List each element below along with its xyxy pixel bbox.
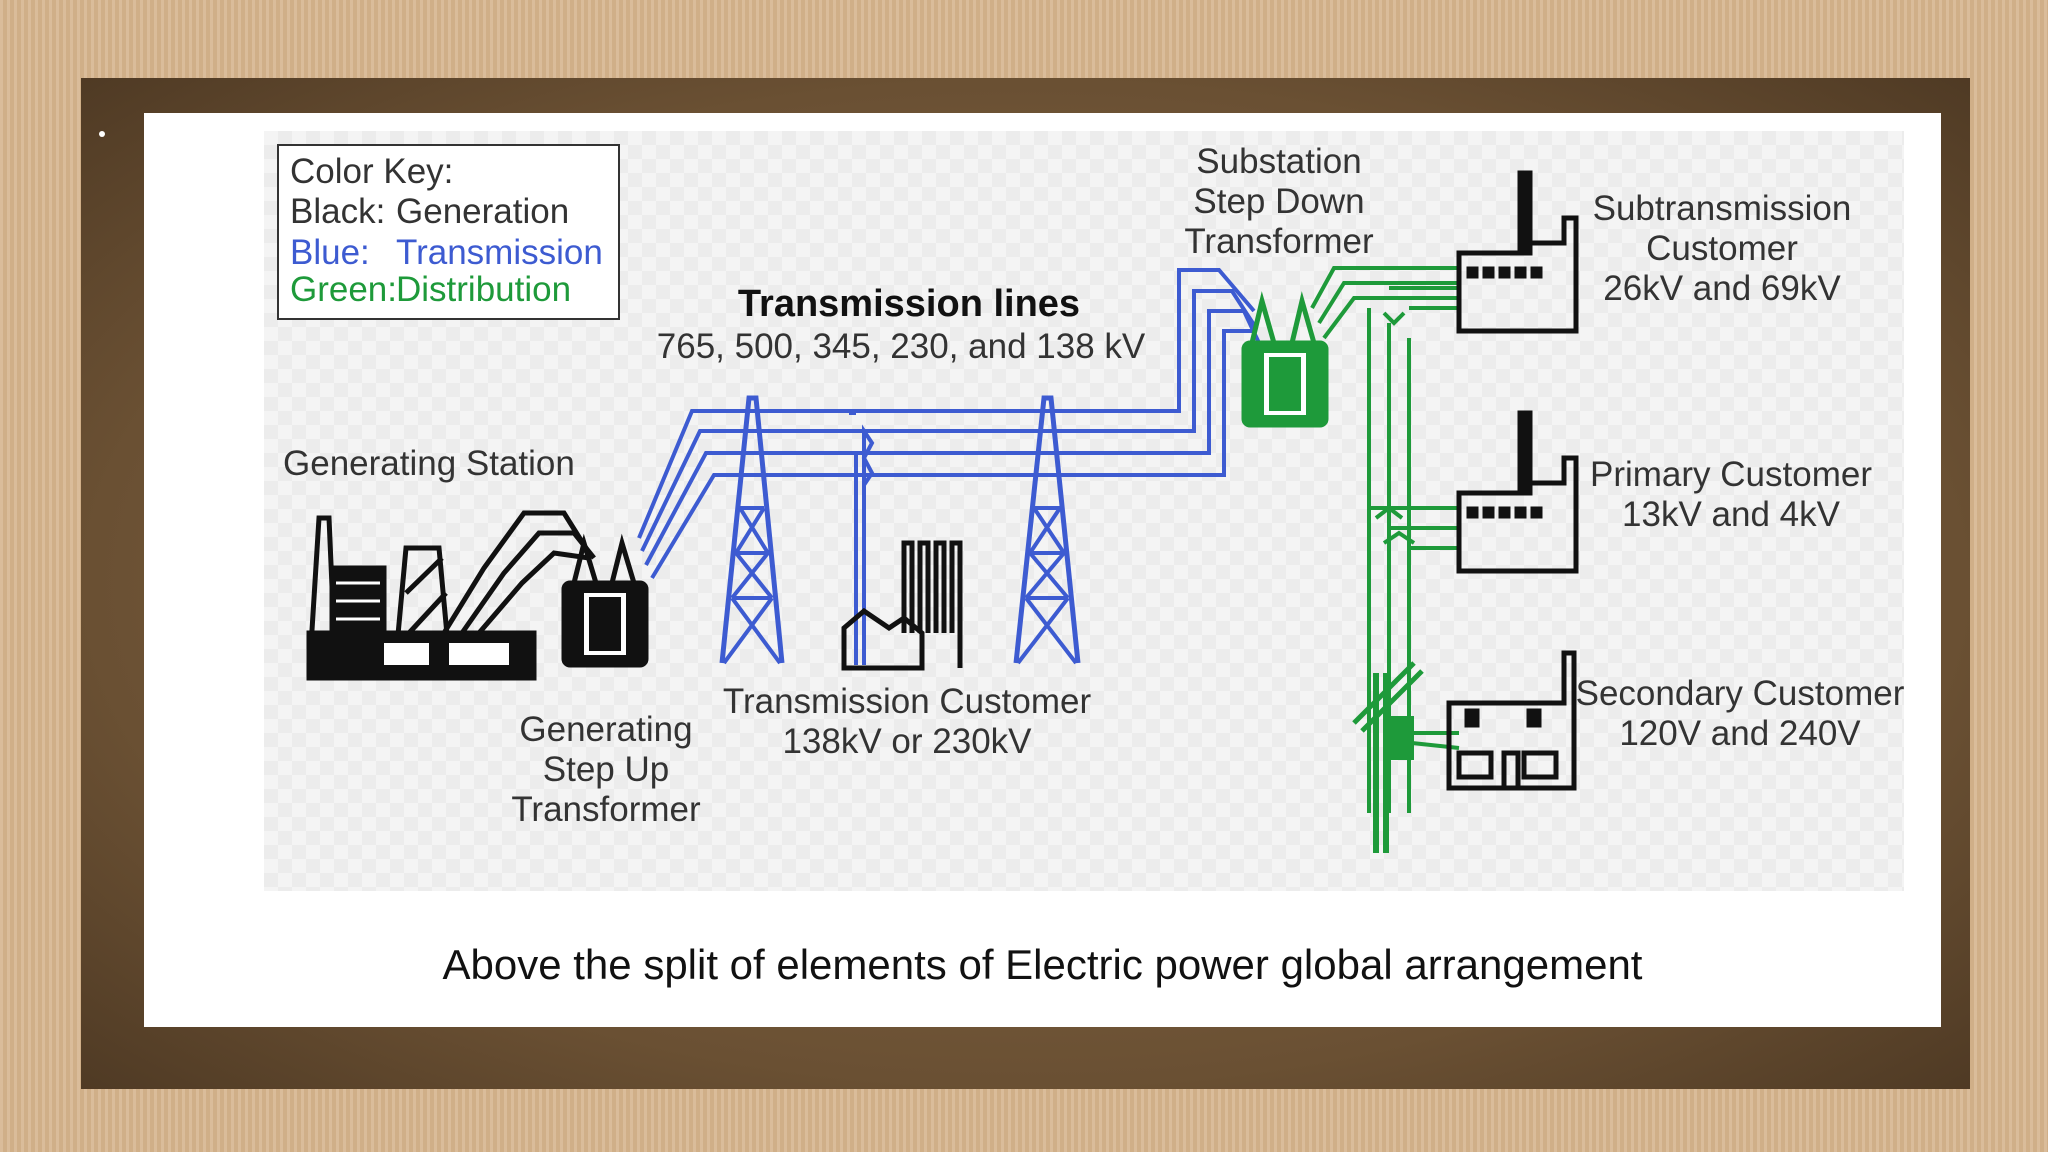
primary-customer-label-1: Primary Customer <box>1590 455 1872 494</box>
subtransmission-customer-icon <box>1456 170 1579 334</box>
color-key-black-value: Generation <box>396 192 569 231</box>
secondary-customer-label-1: Secondary Customer <box>1576 674 1905 713</box>
transmission-customer-label-2: 138kV or 230kV <box>782 722 1032 761</box>
substation-label-3: Transformer <box>1184 222 1374 261</box>
subtransmission-label-3: 26kV and 69kV <box>1603 269 1841 308</box>
secondary-customer-label-2: 120V and 240V <box>1619 714 1861 753</box>
color-key-blue-value: Transmission <box>396 233 603 272</box>
distribution-network <box>1241 266 1460 853</box>
color-key-green-value: Distribution <box>396 270 571 309</box>
primary-customer-label-2: 13kV and 4kV <box>1622 495 1841 534</box>
generating-station-label: Generating Station <box>283 444 575 483</box>
subtransmission-label-2: Customer <box>1646 229 1798 268</box>
substation-label-2: Step Down <box>1193 182 1364 221</box>
color-key-title: Color Key: <box>290 152 453 191</box>
color-key-box <box>277 144 620 320</box>
color-key-green-key: Green: <box>290 270 397 309</box>
power-grid-diagram: Color Key: Black: Generation Blue: Trans… <box>277 142 1905 853</box>
color-key: Color Key: Black: Generation Blue: Trans… <box>277 144 620 320</box>
subtransmission-label-1: Subtransmission <box>1593 189 1852 228</box>
transmission-lines-title: Transmission lines <box>738 283 1080 325</box>
transmission-customer-icon <box>841 540 963 671</box>
diagram-panel: Color Key: Black: Generation Blue: Trans… <box>144 113 1941 1027</box>
slide-bullet <box>99 131 105 137</box>
diagram-caption: Above the split of elements of Electric … <box>442 941 1643 988</box>
secondary-customer-icon <box>1446 650 1577 791</box>
step-up-transformer-icon <box>561 533 649 668</box>
transmission-lines-voltages: 765, 500, 345, 230, and 138 kV <box>657 327 1146 366</box>
generating-station-icon <box>306 510 596 681</box>
step-up-label-2: Step Up <box>543 750 669 789</box>
transmission-customer-label-1: Transmission Customer <box>723 682 1092 721</box>
substation-label-1: Substation <box>1196 142 1361 181</box>
color-key-black-key: Black: <box>290 192 385 231</box>
color-key-blue-key: Blue: <box>290 233 370 272</box>
transmission-lines <box>637 268 1261 665</box>
primary-customer-icon <box>1456 410 1579 574</box>
step-up-label-3: Transformer <box>511 790 701 829</box>
step-up-label-1: Generating <box>519 710 692 749</box>
